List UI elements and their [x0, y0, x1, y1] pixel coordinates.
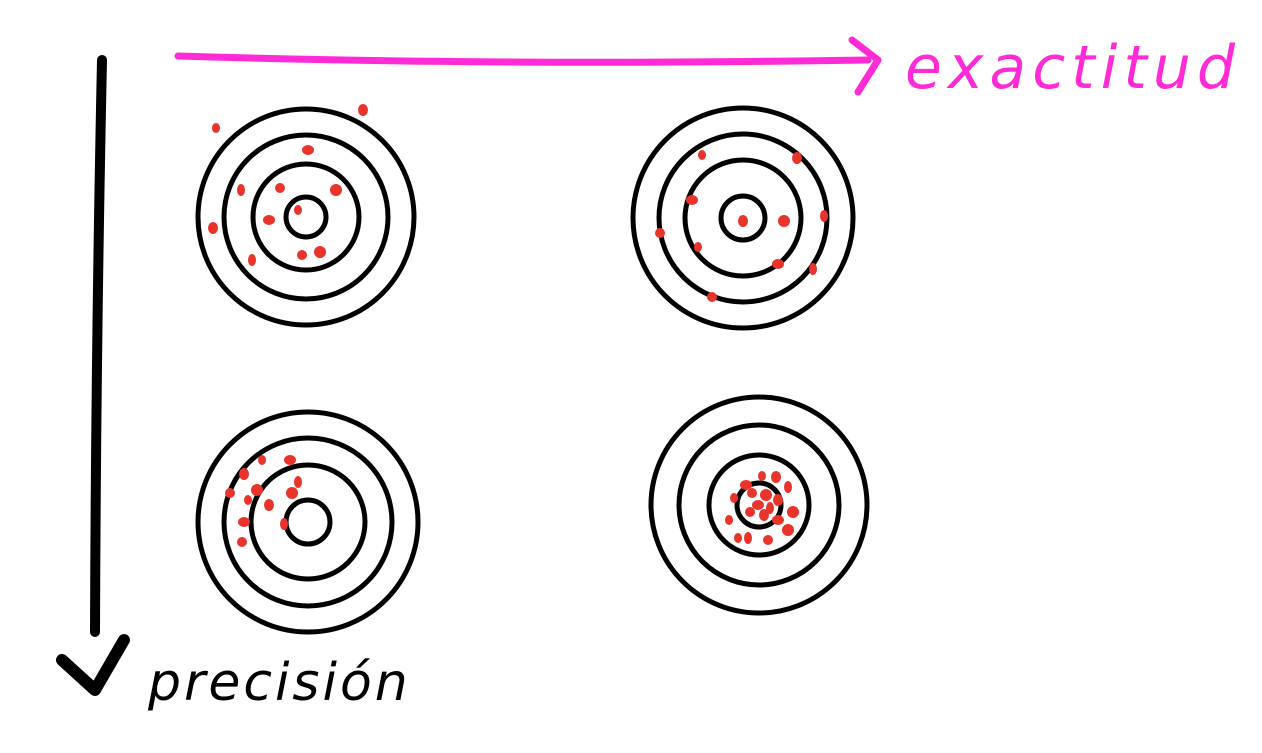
shot-mark	[725, 515, 733, 525]
shot-mark	[208, 222, 218, 234]
shot-mark	[744, 532, 752, 544]
shot-mark	[275, 183, 285, 193]
shot-mark	[238, 517, 250, 527]
shot-mark	[747, 488, 757, 498]
shot-mark	[330, 184, 342, 196]
shot-mark	[758, 471, 766, 481]
shot-mark	[286, 487, 298, 499]
target-ring	[676, 422, 842, 588]
shot-mark	[734, 533, 742, 543]
shot-mark	[698, 150, 706, 160]
shot-mark	[730, 493, 738, 503]
precision-axis-head	[56, 634, 130, 696]
shot-mark	[302, 145, 314, 155]
shot-mark	[771, 471, 781, 483]
accuracy-axis-label: exactitud	[905, 33, 1241, 103]
shot-mark	[212, 123, 220, 133]
shot-mark	[784, 481, 792, 493]
shot-mark	[772, 259, 784, 269]
shot-mark	[766, 502, 774, 514]
shot-mark	[237, 537, 247, 547]
shot-mark	[248, 254, 256, 266]
shot-mark	[745, 507, 755, 517]
shot-mark	[759, 509, 769, 521]
target-ring	[221, 435, 395, 609]
shot-mark	[294, 476, 302, 488]
target-ring	[630, 105, 856, 331]
shot-mark	[655, 228, 665, 238]
shot-mark	[782, 524, 794, 536]
shot-mark	[778, 215, 790, 227]
shot-mark	[358, 104, 368, 116]
shot-mark	[707, 292, 717, 302]
precision-axis-label: precisión	[147, 653, 411, 713]
shot-mark	[284, 455, 296, 465]
target-ring	[648, 394, 870, 616]
target-ring	[283, 497, 333, 547]
target-ring	[734, 480, 784, 530]
target-low-accuracy-low-precision	[195, 104, 417, 328]
shot-mark	[752, 500, 764, 510]
shot-mark	[694, 242, 702, 252]
shot-mark	[280, 518, 288, 530]
target-ring	[283, 194, 329, 240]
target-low-accuracy-high-precision	[195, 409, 421, 635]
target-ring	[718, 193, 768, 243]
precision-axis-line	[90, 55, 107, 637]
target-ring	[682, 157, 804, 279]
shot-mark	[792, 152, 802, 164]
shot-mark	[772, 515, 784, 525]
shot-mark	[237, 184, 245, 196]
shot-mark	[294, 205, 302, 215]
shot-mark	[773, 494, 783, 506]
shot-mark	[244, 495, 252, 505]
shot-mark	[740, 480, 752, 490]
shot-mark	[239, 468, 249, 480]
shot-mark	[264, 499, 274, 511]
target-ring	[706, 452, 812, 558]
accuracy-axis-line	[174, 52, 872, 66]
target-high-accuracy-low-precision	[630, 105, 856, 331]
target-ring	[248, 462, 368, 582]
accuracy-axis-head	[848, 36, 882, 96]
shot-mark	[686, 195, 698, 205]
shot-mark	[251, 484, 263, 496]
accuracy-axis-arrow	[174, 36, 882, 96]
shot-mark	[787, 506, 799, 518]
shot-mark	[258, 455, 266, 465]
target-ring	[195, 409, 421, 635]
shot-mark	[225, 488, 235, 498]
target-ring	[195, 106, 417, 328]
target-high-accuracy-high-precision	[648, 394, 870, 616]
target-ring	[221, 132, 391, 302]
shot-mark	[738, 215, 748, 227]
shot-mark	[314, 246, 326, 258]
shot-mark	[820, 210, 828, 222]
shot-mark	[809, 263, 817, 275]
precision-axis-arrow	[56, 55, 130, 696]
shot-mark	[297, 250, 307, 260]
shot-mark	[263, 215, 275, 225]
shot-mark	[760, 489, 772, 501]
shot-mark	[763, 535, 773, 545]
target-ring	[250, 161, 362, 273]
